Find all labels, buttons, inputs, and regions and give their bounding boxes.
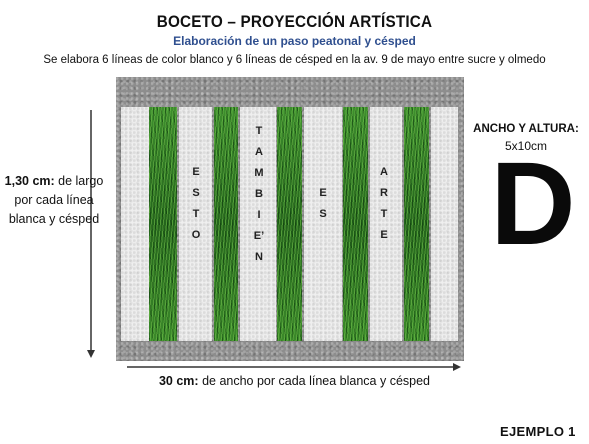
size-value: 5x10cm <box>504 139 548 153</box>
big-letter: D <box>490 138 576 270</box>
word-letter: S <box>192 187 200 199</box>
white-stripe-4 <box>304 107 342 341</box>
word-letter: R <box>380 187 388 199</box>
width-arrow <box>127 363 461 371</box>
page-subtitle: Elaboración de un paso peatonal y césped <box>173 34 416 48</box>
word-letter: E <box>319 187 327 199</box>
grass-stripe-3 <box>277 107 302 341</box>
crosswalk-word-4: A R T E <box>374 162 394 246</box>
crosswalk-word-1: E S T O <box>186 162 206 246</box>
grass-stripe-1 <box>149 107 177 341</box>
word-letter: T <box>255 125 263 137</box>
height-arrow <box>87 110 95 358</box>
white-stripe-2 <box>179 107 212 341</box>
word-letter: T <box>192 208 200 220</box>
word-letter: A <box>255 146 263 158</box>
grass-stripe-4 <box>343 107 368 341</box>
white-stripe-6 <box>431 107 458 341</box>
crosswalk-word-3: E S <box>313 183 333 225</box>
word-letter: T <box>380 208 388 220</box>
grass-stripe-2 <box>214 107 238 341</box>
word-letter: A <box>380 166 388 178</box>
grass-stripe-5 <box>404 107 429 341</box>
white-stripe-5 <box>370 107 402 341</box>
description-text: Se elabora 6 líneas de color blanco y 6 … <box>43 54 546 66</box>
example-label: EJEMPLO 1 <box>500 424 576 439</box>
word-letter: E <box>380 229 388 241</box>
white-stripe-3 <box>240 107 276 341</box>
word-letter: S <box>319 208 327 220</box>
size-title: ANCHO Y ALTURA: <box>473 123 579 135</box>
word-letter: I <box>257 209 261 221</box>
word-letter: N <box>255 251 263 263</box>
height-note: 1,30 cm: de largo por cada línea blanca … <box>4 172 104 229</box>
word-letter: E’ <box>253 230 265 242</box>
page-title: BOCETO – PROYECCIÓN ARTÍSTICA <box>156 12 433 31</box>
height-value: 1,30 cm: <box>4 174 55 188</box>
word-letter: E <box>192 166 200 178</box>
width-text: de ancho por cada línea blanca y césped <box>202 374 431 388</box>
width-value: 30 cm: <box>158 374 199 388</box>
white-stripe-1 <box>121 107 149 341</box>
crosswalk-sketch: E S T O T A M B I E’ N E S A R T E <box>116 77 464 361</box>
word-letter: O <box>191 229 201 241</box>
height-text: de largo por cada línea blanca y césped <box>8 174 104 226</box>
word-letter: B <box>255 188 263 200</box>
crosswalk-word-2: T A M B I E’ N <box>249 121 269 268</box>
width-note: 30 cm: de ancho por cada línea blanca y … <box>0 374 589 388</box>
word-letter: M <box>254 167 264 179</box>
